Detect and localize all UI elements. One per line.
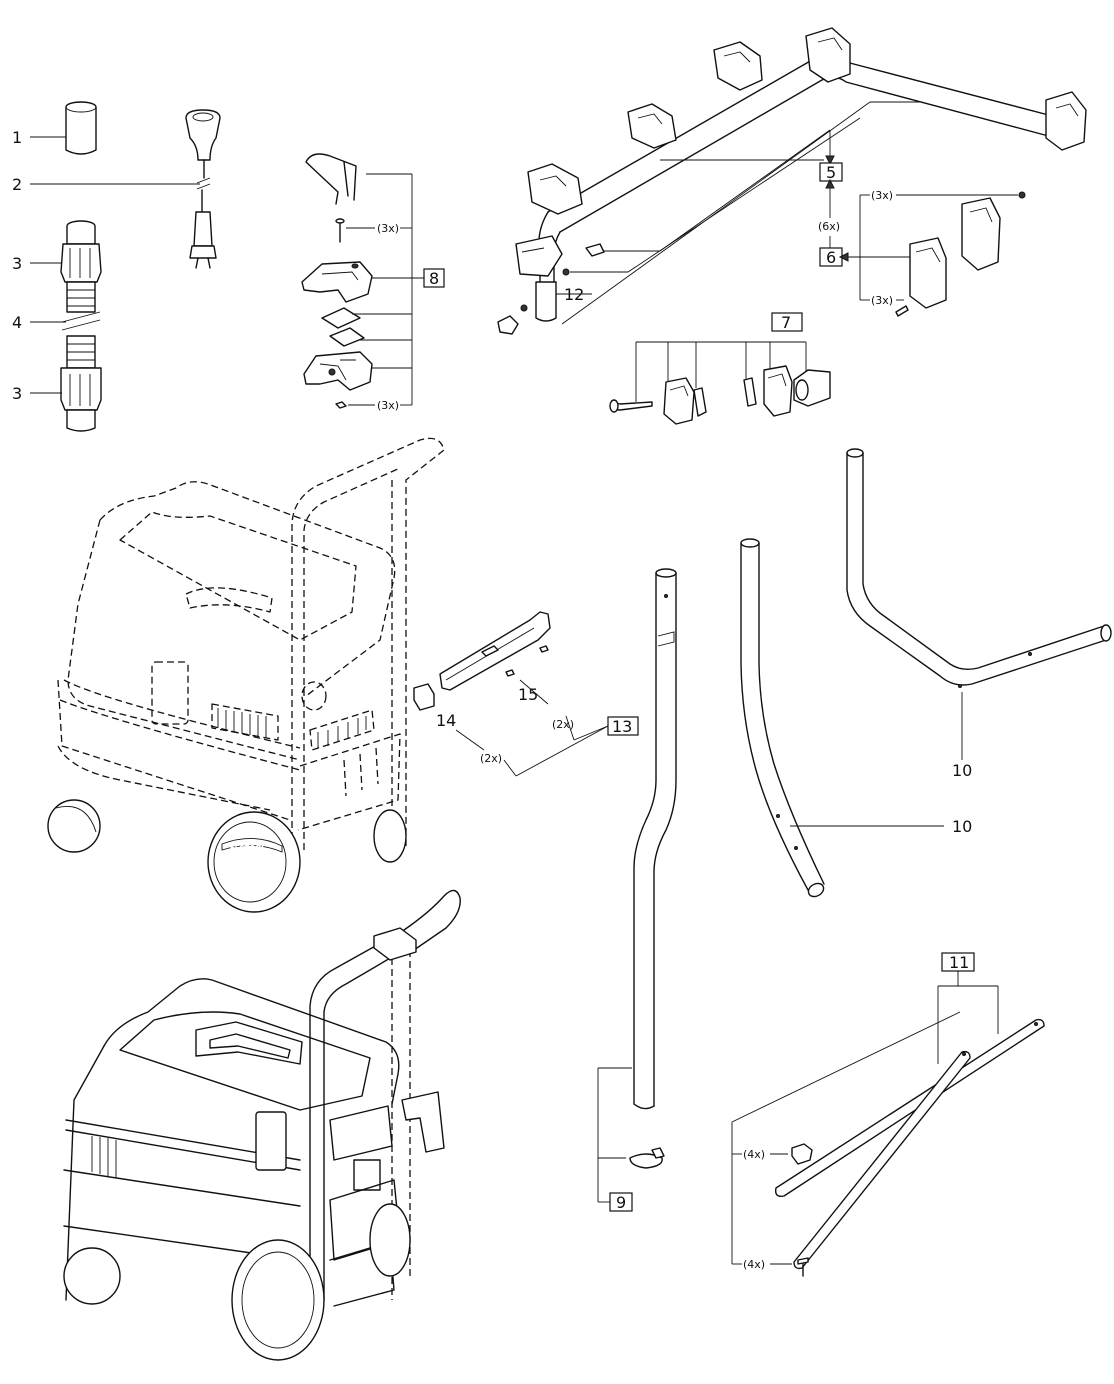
qty-6-top: (3x) xyxy=(871,189,893,202)
left-labels: 1 2 3 4 3 xyxy=(12,128,22,403)
label-6: 6 xyxy=(826,248,836,267)
qty-8-screws: (3x) xyxy=(377,222,399,235)
label-1: 1 xyxy=(12,128,22,147)
qty-8-nuts: (3x) xyxy=(377,399,399,412)
qty-11-screws: (4x) xyxy=(743,1258,765,1271)
part-10-bent-tube-vertical: 10 xyxy=(740,538,972,898)
part-6-clamps: 6 (6x) (3x) (3x) xyxy=(818,178,1026,317)
label-9: 9 xyxy=(616,1193,626,1212)
vacuum-unit-lower xyxy=(63,889,461,1361)
qty-11-caps: (4x) xyxy=(743,1148,765,1161)
part-2-power-cord xyxy=(30,109,221,269)
label-10-vertical: 10 xyxy=(952,817,972,836)
label-13: 13 xyxy=(612,717,632,736)
vacuum-unit-upper: FESTOOL xyxy=(47,437,445,913)
qty-14: (2x) xyxy=(480,752,502,765)
part-7-hardware-set: 7 xyxy=(609,312,831,425)
label-8: 8 xyxy=(429,269,439,288)
brand-label-upper: FESTOOL xyxy=(230,844,266,852)
qty-6-bottom: (3x) xyxy=(871,294,893,307)
label-15: 15 xyxy=(518,685,538,704)
label-3-top: 3 xyxy=(12,254,22,273)
part-1-sleeve xyxy=(30,101,97,155)
label-2: 2 xyxy=(12,175,22,194)
label-14: 14 xyxy=(436,711,456,730)
label-10-horizontal: 10 xyxy=(952,761,972,780)
part-8-bracket-kit: 8 (3x) (3x) xyxy=(301,153,445,412)
part-5-top-rail: 5 12 xyxy=(497,27,1087,335)
label-4: 4 xyxy=(12,313,22,332)
label-12: 12 xyxy=(564,285,584,304)
part-9-tube: 9 xyxy=(597,568,677,1212)
label-3-bottom: 3 xyxy=(12,384,22,403)
label-7: 7 xyxy=(781,313,791,332)
label-5: 5 xyxy=(826,163,836,182)
label-11: 11 xyxy=(949,953,969,972)
qty-6-pairs: (6x) xyxy=(818,220,840,233)
part-3-4-hose xyxy=(30,220,102,432)
part-11-cross-straps: 11 (4x) (4x) xyxy=(731,952,1045,1277)
part-13-rail-bracket: 13 14 15 (2x) (2x) xyxy=(413,611,639,777)
part-10-bent-tube-horizontal: 10 xyxy=(846,448,1112,780)
qty-15: (2x) xyxy=(552,718,574,731)
